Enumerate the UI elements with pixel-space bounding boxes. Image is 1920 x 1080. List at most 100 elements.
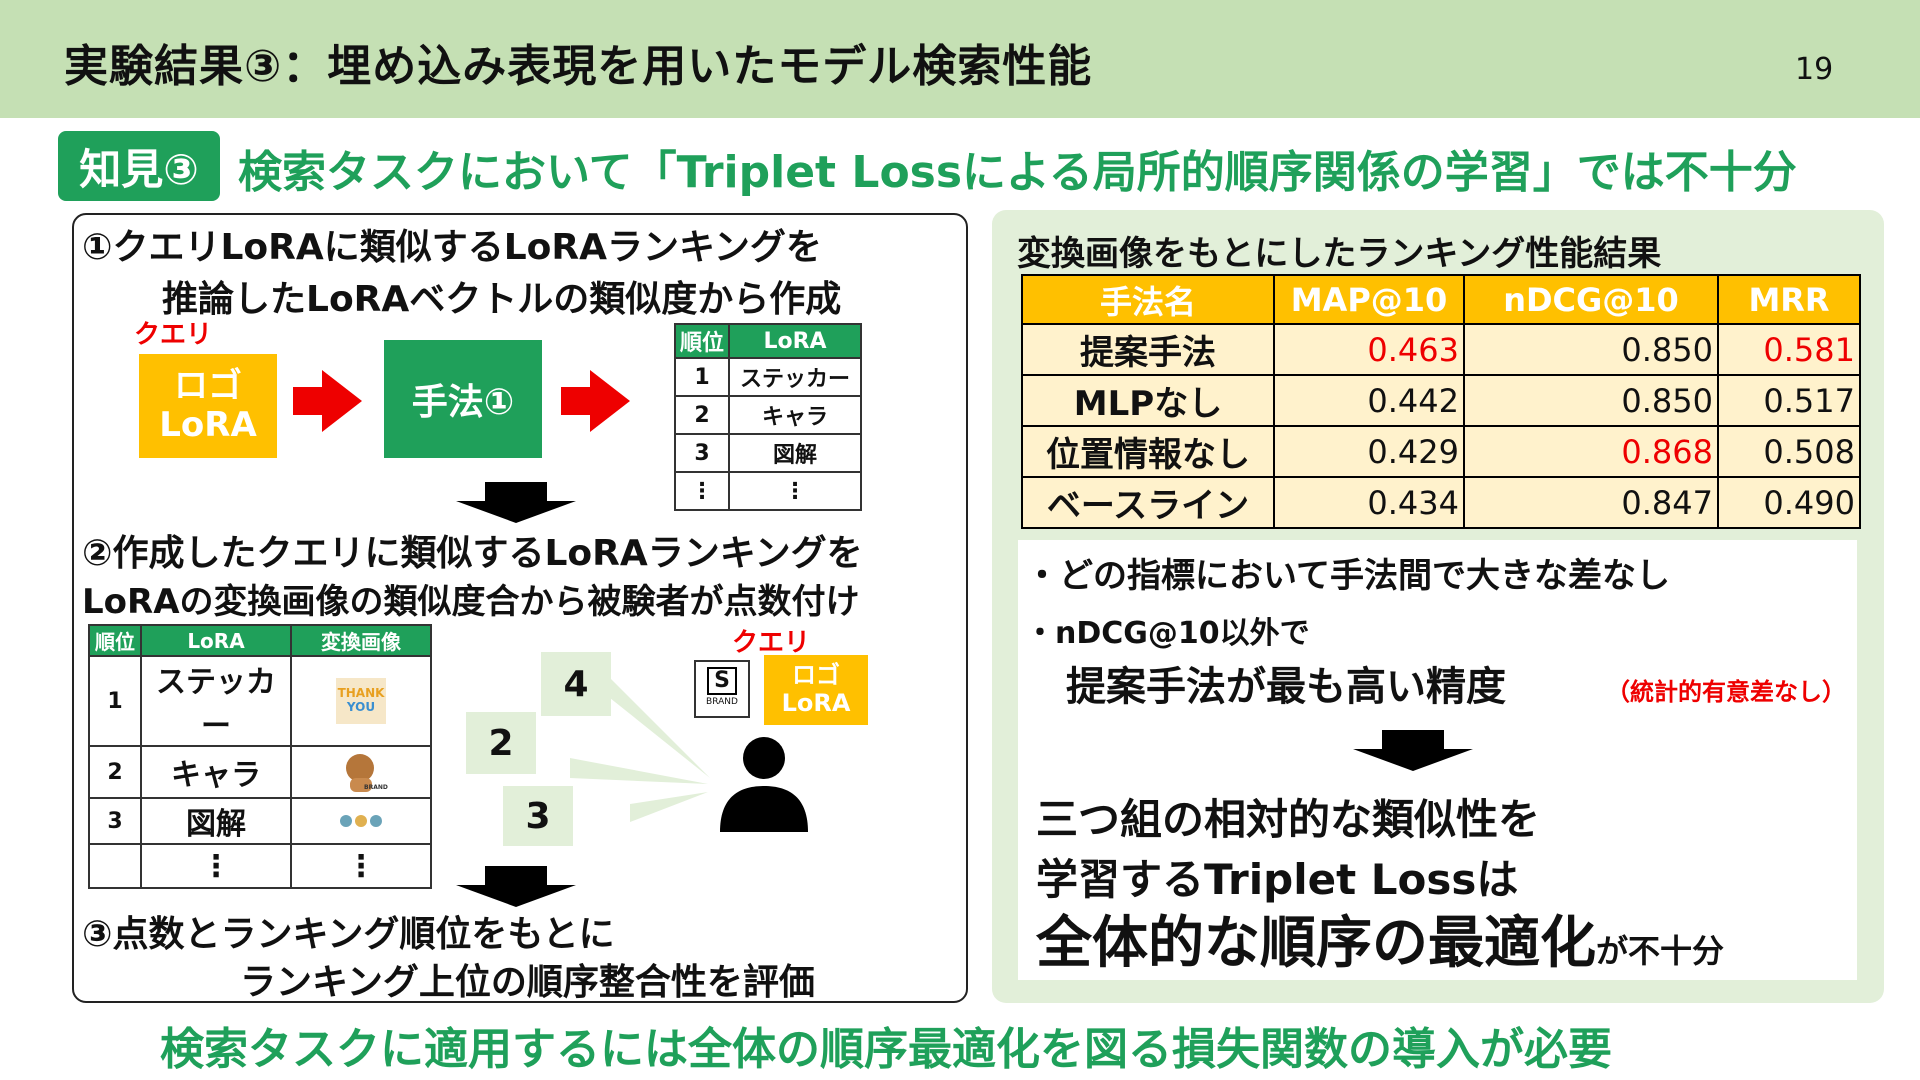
no-significance-note: （統計的有意差なし） [1606,672,1846,707]
down-arrow-1-head [456,501,576,523]
conclusion-small: が不十分 [1596,932,1724,970]
finding-text: 検索タスクにおいて「Triplet Lossによる局所的順序関係の学習」では不十… [238,136,1797,200]
table-cell: ステッカー [141,656,291,746]
table-cell: MLPなし [1022,375,1274,426]
character-thumbnail: BRAND [336,748,386,796]
table-cell: ⋮ [141,844,291,888]
slide-title: 実験結果③：埋め込み表現を用いたモデル検索性能 [64,30,1092,94]
table-cell: ⋮ [291,844,431,888]
table-cell [89,844,141,888]
results-title: 変換画像をもとにしたランキング性能結果 [1017,226,1661,275]
down-arrow-3 [1382,730,1444,750]
diagram-thumbnail [336,801,386,841]
results-header-mrr: MRR [1718,275,1860,324]
table-cell: 0.847 [1464,477,1718,528]
red-arrow-2 [561,387,591,415]
logo-lora-box: ロゴLoRA [139,354,277,458]
node-icon [370,815,382,827]
table-cell: 0.463 [1274,324,1464,375]
down-arrow-3-head [1353,749,1473,771]
step2-line2: LoRAの変換画像の類似度合から被験者が点数付け [82,574,860,623]
results-header-method: 手法名 [1022,275,1274,324]
step3-line2: ランキング上位の順序整合性を評価 [240,953,815,1005]
table-cell: 1 [675,358,729,396]
red-arrow-2-head [590,370,630,432]
down-arrow-1 [485,482,547,502]
table-cell: 0.581 [1718,324,1860,375]
page-number: 19 [1795,52,1833,87]
table-cell: 0.490 [1718,477,1860,528]
ranking-header-rank: 順位 [675,324,729,358]
bullet-ndcg: ・nDCG@10以外で [1025,608,1310,652]
table-cell: ベースライン [1022,477,1274,528]
score-bubble-3: 3 [503,786,573,846]
table-cell: 0.850 [1464,375,1718,426]
node-icon [340,815,352,827]
table-cell: ⋮ [729,472,861,510]
table-cell: 0.508 [1718,426,1860,477]
table-cell: 3 [89,798,141,844]
table-cell: 0.434 [1274,477,1464,528]
table-cell: BRAND [291,746,431,798]
step1-line2: 推論したLoRAベクトルの類似度から作成 [162,270,841,322]
node-icon [355,815,367,827]
query-label-2: クエリ [732,622,810,659]
brand-icon-text: BRAND [696,697,748,707]
eval-header-image: 変換画像 [291,625,431,656]
conclusion-big: 全体的な順序の最適化 [1036,911,1596,976]
logo-lora-line2: LoRA [159,405,257,445]
table-cell: 図解 [141,798,291,844]
table-cell: 図解 [729,434,861,472]
bubble-tail-3 [630,792,708,822]
table-cell: 2 [675,396,729,434]
conclusion-line1: 三つ組の相対的な類似性を [1036,786,1540,847]
bottom-conclusion: 検索タスクに適用するには全体の順序最適化を図る損失関数の導入が必要 [160,1013,1612,1077]
down-arrow-2 [485,866,547,886]
sticker-text-2: YOU [347,700,375,714]
best-accuracy-text: 提案手法が最も高い精度 [1066,654,1506,712]
brand-icon: S BRAND [694,660,750,718]
table-cell: キャラ [141,746,291,798]
results-header-ndcg: nDCG@10 [1464,275,1718,324]
table-cell: 1 [89,656,141,746]
table-cell: 2 [89,746,141,798]
sticker-text-1: THANK [338,686,385,700]
ranking-header-lora: LoRA [729,324,861,358]
eval-header-lora: LoRA [141,625,291,656]
table-cell: 0.868 [1464,426,1718,477]
table-cell [291,798,431,844]
brand-caption: BRAND [364,784,388,791]
eval-header-rank: 順位 [89,625,141,656]
step1-line1: ①クエリLoRAに類似するLoRAランキングを [82,218,822,270]
conclusion-line3: 全体的な順序の最適化が不十分 [1036,898,1724,979]
red-arrow-1-head [322,370,362,432]
method-box: 手法① [384,340,542,458]
person-icon [716,736,812,836]
results-table: 手法名 MAP@10 nDCG@10 MRR 提案手法 0.463 0.850 … [1021,274,1861,529]
red-arrow-1 [293,387,323,415]
step3-line1: ③点数とランキング順位をもとに [82,905,615,957]
score-bubble-4: 4 [541,652,611,716]
down-arrow-2-head [456,885,576,907]
bubble-tail-2 [570,758,708,784]
logo-lora2-line2: LoRA [782,689,851,717]
results-header-map: MAP@10 [1274,275,1464,324]
table-cell: キャラ [729,396,861,434]
table-cell: 提案手法 [1022,324,1274,375]
table-cell: 位置情報なし [1022,426,1274,477]
brand-icon-letter: S [707,667,737,695]
logo-lora2-line1: ロゴ [792,661,840,689]
table-cell: 0.850 [1464,324,1718,375]
finding-badge: 知見③ [58,131,220,201]
query-label: クエリ [134,314,212,351]
table-cell: 3 [675,434,729,472]
bullet-no-difference: ・どの指標において手法間で大きな差なし [1025,548,1670,597]
step2-line1: ②作成したクエリに類似するLoRAランキングを [82,524,863,576]
table-cell: 0.442 [1274,375,1464,426]
table-cell: ステッカー [729,358,861,396]
table-cell: 0.517 [1718,375,1860,426]
